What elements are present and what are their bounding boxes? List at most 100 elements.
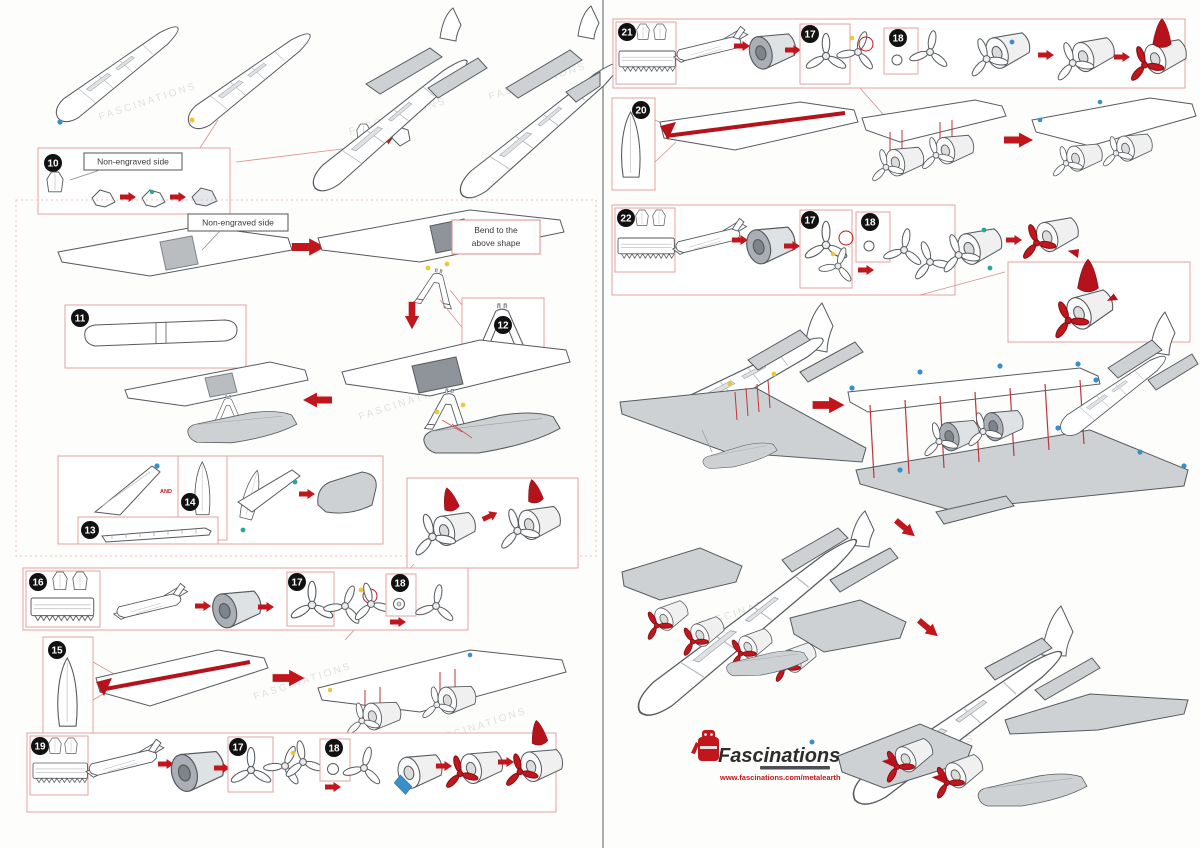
step-badge-13: 13 [81, 521, 99, 539]
step-21-subpanel: 21 [615, 21, 677, 85]
wing-blank-flat [57, 225, 293, 277]
bend-note-line1: Bend to the [474, 225, 518, 235]
step-badge-19: 19 [31, 737, 49, 755]
step-number: 16 [32, 578, 44, 589]
wing-engine-fitting [861, 99, 1007, 184]
step-17-subpanel: 17 [799, 209, 863, 289]
red-arrow-left [303, 392, 332, 408]
step-number: 18 [328, 744, 340, 755]
red-arrow [891, 515, 919, 542]
step-18-subpanel: 18 [883, 27, 919, 75]
strut-part [93, 463, 161, 516]
step-number: 12 [497, 321, 509, 332]
tab-marker-blue [57, 119, 63, 125]
bend-note: Bend to the above shape [451, 219, 541, 255]
fascinations-logo-icon [691, 730, 719, 761]
step-badge-14: 14 [181, 493, 199, 511]
step-badge-20: 20 [632, 101, 650, 119]
step-badge-17: 17 [801, 25, 819, 43]
brand-name: Fascinations [718, 745, 840, 767]
step-17-subpanel: 17 [227, 736, 274, 793]
step-10-parts-row [91, 187, 218, 208]
step-number: 19 [34, 742, 46, 753]
step-number: 22 [620, 214, 632, 225]
wing-stand-result [124, 361, 309, 446]
step-number: 10 [47, 159, 59, 170]
bend-note-line2: above shape [472, 238, 521, 248]
highlight-circle [838, 230, 854, 246]
step-15-panel: 15 [42, 636, 94, 743]
step-10-panel: 10 Non-engraved side [37, 119, 231, 215]
step-19-row: 19 17 18 [26, 718, 567, 813]
step-badge-15: 15 [48, 641, 66, 659]
step-18-subpanel: 18 [855, 211, 891, 263]
wing-stand-exploded [341, 339, 571, 458]
step-number: 18 [394, 579, 406, 590]
aircraft-lower-section [619, 302, 867, 472]
keel-strip-part [101, 527, 212, 543]
non-engraved-label: Non-engraved side [69, 152, 183, 181]
step-number: 15 [51, 646, 63, 657]
wing-bend-section: Non-engraved side Bend to the above shap… [57, 209, 565, 353]
step-badge-18: 18 [325, 739, 343, 757]
step-badge-18: 18 [391, 574, 409, 592]
step-badge-17: 17 [229, 738, 247, 756]
engine-red-prop [1012, 211, 1083, 262]
wing-engines-result [317, 649, 567, 737]
non-engraved-label-2: Non-engraved side [187, 213, 289, 251]
step-22-results [931, 211, 1191, 343]
step-number: 17 [804, 30, 816, 41]
engine-cone-panel-2 [1007, 259, 1191, 343]
step-number: 14 [184, 498, 196, 509]
step-number: 17 [804, 216, 816, 227]
step-13-subpanel: 13 [77, 516, 219, 545]
engine-with-mount [393, 748, 447, 795]
non-engraved-label-text: Non-engraved side [202, 218, 274, 228]
step-badge-18: 18 [861, 213, 879, 231]
aircraft-final [837, 605, 1189, 814]
step-21-row: 21 17 18 [612, 18, 1191, 129]
red-arrow [812, 396, 845, 414]
step-19-subpanel: 19 [29, 735, 89, 796]
step-badge-10: 10 [44, 154, 62, 172]
final-assembly-views [621, 495, 1189, 814]
step-number: 17 [232, 743, 244, 754]
step-number: 18 [892, 34, 904, 45]
step-badge-12: 12 [494, 316, 512, 334]
red-arrow-down [404, 301, 420, 330]
step-22-subpanel: 22 [614, 207, 676, 273]
step-18-subpanel: 18 [385, 573, 417, 617]
red-arrow [1004, 132, 1033, 148]
step-number: 11 [75, 314, 86, 325]
step-20-section: 20 [611, 97, 1197, 191]
step-number: 17 [291, 578, 303, 589]
tab-marker-yellow [189, 117, 195, 123]
step-20-panel: 20 [611, 97, 656, 191]
red-arrow [1006, 235, 1022, 245]
step-15-section: 15 [42, 636, 567, 743]
fuselage-with-tail [306, 7, 488, 199]
wing-red-edge [95, 649, 269, 707]
strut-fin-joined [237, 468, 301, 533]
logo-tagline-bar [760, 766, 830, 770]
step-badge-18: 18 [889, 29, 907, 47]
and-connector-text: AND [160, 489, 172, 495]
step-badge-17: 17 [288, 573, 306, 591]
step-12-panel: 12 [461, 297, 545, 353]
step-13-14-panel: AND 14 13 [57, 455, 384, 545]
aircraft-with-engines [621, 495, 1015, 725]
aircraft-rear-fuselage [1055, 311, 1199, 442]
step-number: 13 [84, 526, 96, 537]
step-number: 21 [621, 28, 633, 39]
step-badge-17: 17 [801, 211, 819, 229]
wing-red-edge [659, 101, 859, 151]
red-arrow [914, 615, 942, 642]
fuselage-complete [453, 5, 627, 206]
section-dotted-region [15, 199, 597, 557]
step-16-subpanel: 16 [25, 570, 101, 628]
step-number: 20 [635, 106, 647, 117]
wing-stand-assembly [124, 339, 571, 458]
highlight-circle [858, 36, 874, 52]
wing-engines-result [1031, 97, 1197, 179]
